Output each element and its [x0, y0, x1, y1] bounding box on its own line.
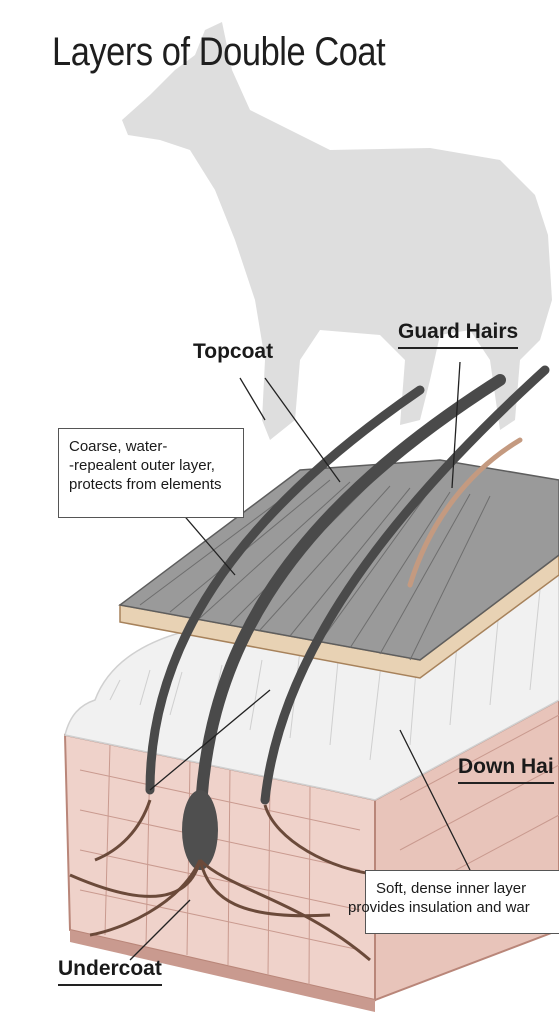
follicle-roots [69, 799, 381, 962]
guard-hair-1 [145, 385, 425, 795]
undercoat-desc-line-1: Soft, dense inner layer [376, 880, 527, 897]
page-title: Layers of Double Coat [52, 30, 386, 74]
guard-hair-2 [194, 374, 506, 846]
topcoat-mat [118, 459, 559, 661]
topcoat-desc-line-2: -repealent outer layer, [69, 457, 215, 474]
label-topcoat: Topcoat [193, 340, 274, 363]
topcoat-description: Coarse, water- -repealent outer layer, p… [58, 428, 244, 518]
leader-undercoat-fur [149, 689, 271, 791]
guard-hair-4 [407, 437, 523, 588]
hair-follicle [182, 790, 218, 870]
label-down-hair: Down Hai [458, 755, 554, 784]
leader-undercoat [129, 899, 191, 961]
leader-topcoat-2 [264, 377, 341, 483]
dog-silhouette [122, 22, 552, 440]
label-guard-hairs: Guard Hairs [398, 320, 519, 349]
leader-guard [451, 361, 461, 489]
label-undercoat: Undercoat [58, 957, 162, 986]
undercoat-desc-line-2: provides insulation and war [348, 899, 530, 916]
undercoat-description: Soft, dense inner layer provides insulat… [348, 870, 559, 934]
leader-topcoat-1 [239, 377, 266, 421]
guard-hair-3 [260, 365, 550, 805]
skin-base [70, 930, 375, 1012]
topcoat-desc-line-3: protects from elements [69, 476, 222, 493]
topcoat-desc-line-1: Coarse, water- [69, 438, 168, 455]
guard-hairs [145, 365, 550, 846]
leader-downhair [399, 729, 471, 871]
